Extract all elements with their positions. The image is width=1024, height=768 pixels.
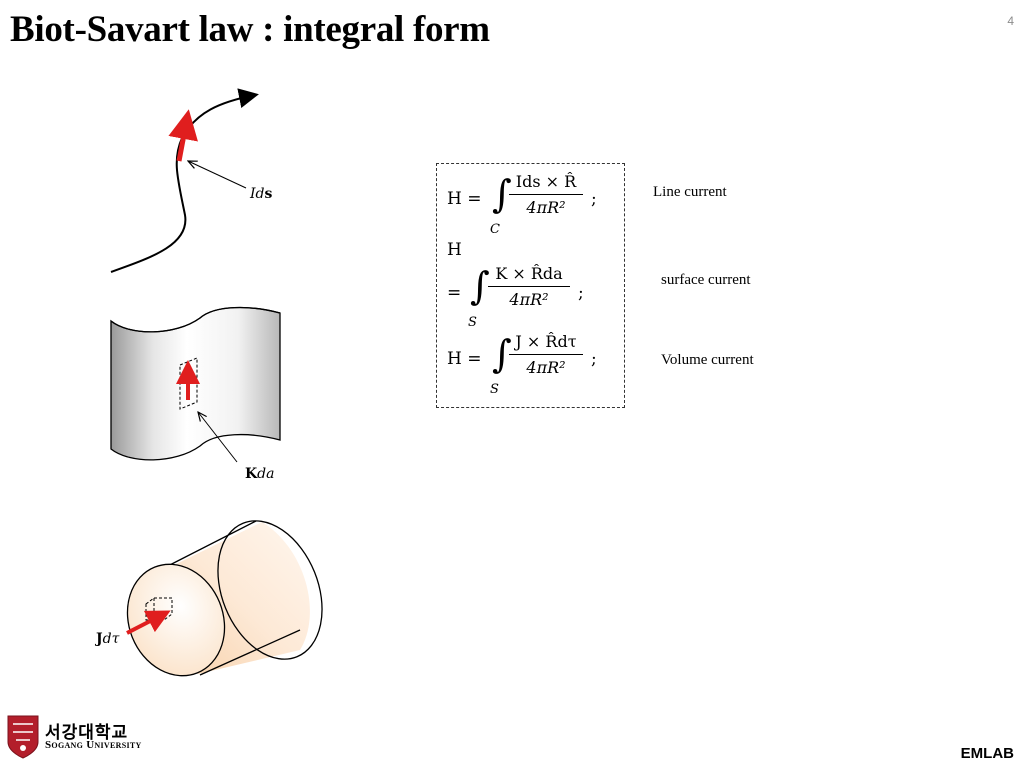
eq1-subscript: C [490,222,500,237]
university-name-english: Sogang University [45,739,142,751]
eq1-integral-icon: ∫ [492,172,512,216]
eq2-equals: = [447,283,462,303]
eq3-fraction: J × R̂dτ 4πR² [509,332,583,377]
page-number: 4 [1007,14,1014,28]
eq2-subscript: S [468,315,477,330]
eq2-integral-icon: ∫ [470,264,490,308]
eq1-lhs: H = [447,189,482,209]
eq3-semicolon: ; [591,349,597,369]
slide-title: Biot-Savart law : integral form [10,9,490,50]
eq2-semicolon: ; [578,283,584,303]
university-crest-icon [7,715,39,759]
surface-current-figure [110,306,281,463]
university-name-korean: 서강대학교 [45,723,129,743]
line-current-text: Line current [653,184,727,200]
volume-current-text: Volume current [661,352,754,368]
eq2-numerator: K × R̂da [488,264,570,287]
cylinder-bottom-line [199,629,301,676]
cylinder-near-cap [126,563,226,677]
eq2-denominator: 4πR² [509,290,549,309]
eq1-fraction: Ids × R̂ 4πR² [509,172,583,217]
kda-label: Kda [245,466,275,482]
cylinder-top-line [157,520,257,572]
eq3-subscript: S [490,382,499,397]
eq3-numerator: J × R̂dτ [509,332,583,355]
surface-current-text: surface current [661,272,751,288]
ids-red-arrow [168,109,198,162]
current-wire-curve [110,88,259,273]
lab-name: EMLAB [960,745,1014,762]
eq3-integral-icon: ∫ [492,332,512,376]
jdtau-red-arrow [126,610,171,635]
eq1-denominator: 4πR² [526,198,566,217]
ids-pointer-line [188,161,247,189]
kda-pointer-line [198,412,238,463]
line-current-figure [110,88,259,273]
sheet-top-edge [110,306,281,333]
cylinder-far-cap [217,520,323,660]
eq3-denominator: 4πR² [526,358,566,377]
equation-box [436,163,625,408]
eq1-semicolon: ; [591,189,597,209]
eq1-numerator: Ids × R̂ [509,172,583,195]
eq3-lhs: H = [447,349,482,369]
eq2-lhs: H [447,240,462,260]
ids-label: Ids [250,186,273,202]
volume-current-figure [126,520,323,677]
jdtau-label: Jdτ [96,631,120,647]
eq2-fraction: K × R̂da 4πR² [488,264,570,309]
